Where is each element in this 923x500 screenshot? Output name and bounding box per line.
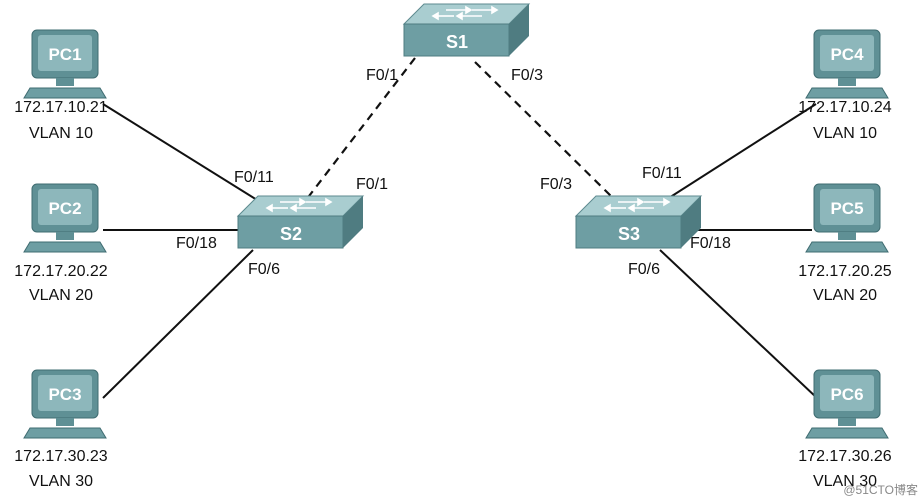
computer-icon (805, 183, 889, 253)
pc3-name: PC3 (48, 385, 81, 404)
switch-s1-label: S1 (446, 32, 468, 52)
pc3-ip: 172.17.30.23 (14, 448, 108, 465)
switch-s2-label: S2 (280, 224, 302, 244)
port-label-s1-f0-3: F0/3 (511, 67, 543, 84)
computer-icon (23, 29, 107, 99)
switch-s3: S3 (574, 195, 703, 249)
computer-icon (23, 369, 107, 439)
switch-s3-label: S3 (618, 224, 640, 244)
port-labels: F0/1 F0/1 F0/3 F0/3 F0/11 F0/18 F0/6 F0/… (176, 67, 731, 278)
pc6-ip: 172.17.30.26 (798, 448, 892, 465)
computer-icon (23, 183, 107, 253)
switch-side-face (343, 196, 363, 248)
pc3: PC3 (23, 369, 107, 439)
port-label-s2-f0-11: F0/11 (234, 169, 274, 186)
link-s3-pc4 (660, 103, 817, 204)
pc2: PC2 (23, 183, 107, 253)
pc4: PC4 (805, 29, 889, 99)
port-label-s3-f0-18: F0/18 (690, 235, 731, 252)
pc2-name: PC2 (48, 199, 81, 218)
port-label-s2-f0-6: F0/6 (248, 261, 280, 278)
pc4-vlan: VLAN 10 (813, 125, 877, 142)
pc5-ip: 172.17.20.25 (798, 263, 892, 280)
switch-side-face (681, 196, 701, 248)
link-s2-pc1 (102, 103, 263, 204)
link-s2-pc3 (102, 249, 254, 399)
pc1-ip: 172.17.10.21 (14, 99, 108, 116)
port-label-s3-f0-11: F0/11 (642, 165, 682, 182)
port-label-s3-f0-6: F0/6 (628, 261, 660, 278)
pc2-ip: 172.17.20.22 (14, 263, 108, 280)
switch-arrows-icon (431, 5, 499, 21)
links (102, 57, 818, 399)
computer-icon (805, 29, 889, 99)
pc3-vlan: VLAN 30 (29, 473, 93, 490)
watermark: @51CTO博客 (843, 482, 918, 497)
pc4-name: PC4 (830, 45, 864, 64)
computer-icon (805, 369, 889, 439)
link-s1-s2 (305, 57, 416, 201)
port-label-s1-f0-1: F0/1 (366, 67, 398, 84)
pc1-vlan: VLAN 10 (29, 125, 93, 142)
pc6: PC6 (805, 369, 889, 439)
pc1-name: PC1 (48, 45, 81, 64)
switch-side-face (509, 4, 529, 56)
pc6-name: PC6 (830, 385, 863, 404)
pc1: PC1 (23, 29, 107, 99)
link-s3-pc6 (659, 249, 818, 399)
pc5: PC5 (805, 183, 889, 253)
pc4-ip: 172.17.10.24 (798, 99, 892, 116)
switch-s1: S1 (402, 3, 531, 57)
pc5-name: PC5 (830, 199, 863, 218)
link-s1-s3 (474, 61, 616, 201)
pc2-vlan: VLAN 20 (29, 287, 93, 304)
switch-s2: S2 (236, 195, 365, 249)
port-label-s3-f0-3: F0/3 (540, 176, 572, 193)
port-label-s2-f0-18: F0/18 (176, 235, 217, 252)
switch-arrows-icon (603, 197, 671, 213)
pc6-vlan: VLAN 30 (813, 473, 877, 490)
pc5-vlan: VLAN 20 (813, 287, 877, 304)
switch-arrows-icon (265, 197, 333, 213)
port-label-s2-f0-1: F0/1 (356, 176, 388, 193)
